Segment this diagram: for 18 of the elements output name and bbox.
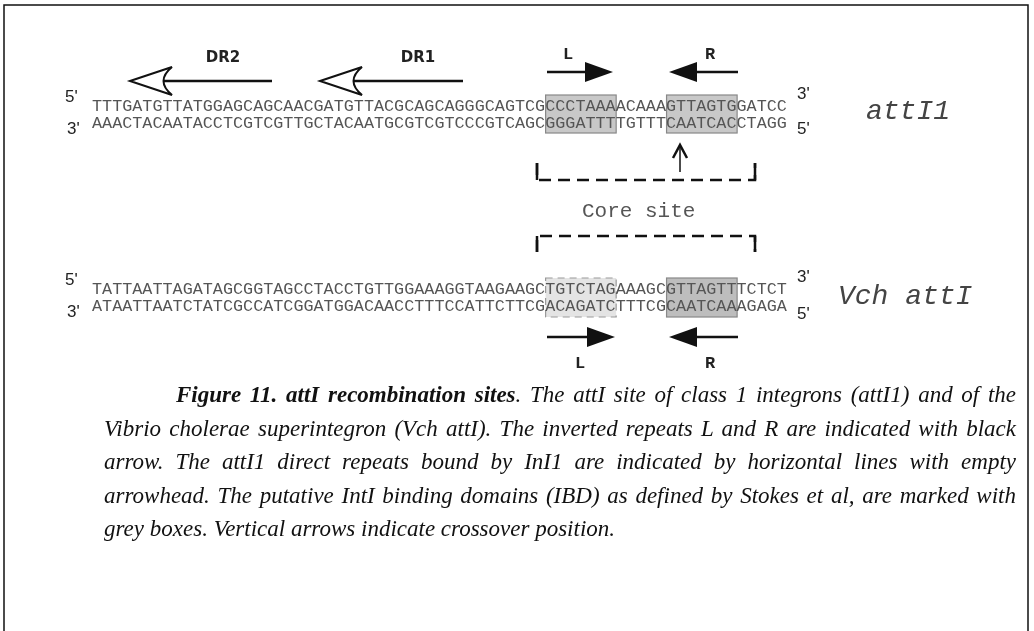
strand-end-label: 5' [65, 88, 78, 105]
repeat-label: R [704, 46, 716, 63]
strand-end-label: 5' [65, 271, 78, 288]
strand-end-label: 3' [67, 120, 80, 137]
repeat-label: L [562, 46, 574, 63]
repeat-label: R [704, 355, 716, 372]
repeat-label: L [574, 355, 586, 372]
strand-end-label: 5' [797, 305, 810, 322]
strand-end-label: 3' [797, 85, 810, 102]
repeat-label: DR2 [205, 50, 241, 65]
site-name: attI1 [866, 98, 950, 126]
region-label: Core site [582, 201, 696, 222]
strand-end-label: 3' [67, 303, 80, 320]
site-name: Vch attI [838, 283, 973, 311]
figure-caption: Figure 11. attI recombination sites. The attI site of class 1 integrons (attI1) and of the Vibrio cholerae superintegron (Vch attI). The inverted repeats L and R are indicated with black arrow. The attI1 direct repeats bound by InI1 are indicated by horizontal lines with empty arrowhead. The putative IntI binding domains (IBD) as defined by Stokes et al, are marked with grey boxes. Vertical arrows indicate crossover position. [104, 381, 1016, 543]
strand-end-label: 5' [797, 120, 810, 137]
repeat-label: DR1 [400, 50, 436, 65]
strand-end-label: 3' [797, 268, 810, 285]
